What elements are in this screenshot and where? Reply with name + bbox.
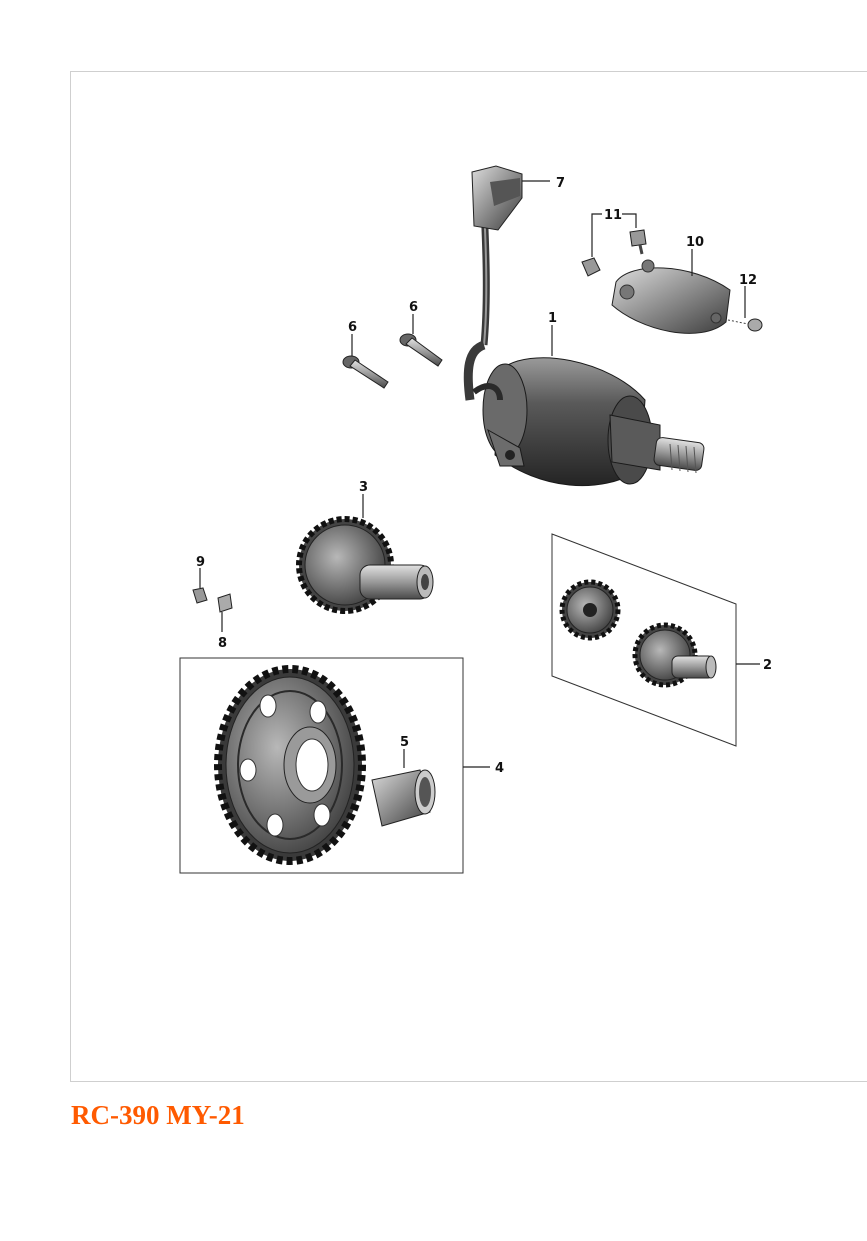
model-title: RC-390 MY-21 <box>71 1100 245 1130</box>
nut-part-9 <box>192 587 208 604</box>
leader-lines <box>199 180 760 768</box>
callout-4: 4 <box>495 761 504 776</box>
starter-motor-part <box>472 357 705 487</box>
idle-gear-part <box>296 516 434 614</box>
callout-9: 9 <box>196 555 205 570</box>
bolt-part-6b <box>399 333 443 367</box>
screw-part-12 <box>727 318 763 332</box>
needle-bearing-part <box>371 769 436 827</box>
bolt-part-6a <box>342 355 389 389</box>
callout-2: 2 <box>763 658 772 673</box>
starter-gear-part-4 <box>179 657 464 874</box>
callout-1: 1 <box>548 311 557 326</box>
callout-10: 10 <box>686 235 704 250</box>
callout-12: 12 <box>739 273 757 288</box>
solenoid-cover-part <box>611 259 731 334</box>
callout-11: 11 <box>604 208 622 223</box>
diagram-frame <box>70 71 867 1082</box>
callout-5: 5 <box>400 735 409 750</box>
gear-set-part-2 <box>551 533 737 747</box>
callout-8: 8 <box>218 636 227 651</box>
callout-7: 7 <box>556 176 565 191</box>
callout-3: 3 <box>359 480 368 495</box>
starter-cable-part <box>463 165 523 401</box>
callout-6-right: 6 <box>409 300 418 315</box>
washer-part-8 <box>217 593 233 613</box>
screw-part-11 <box>581 229 647 277</box>
callout-6-left: 6 <box>348 320 357 335</box>
